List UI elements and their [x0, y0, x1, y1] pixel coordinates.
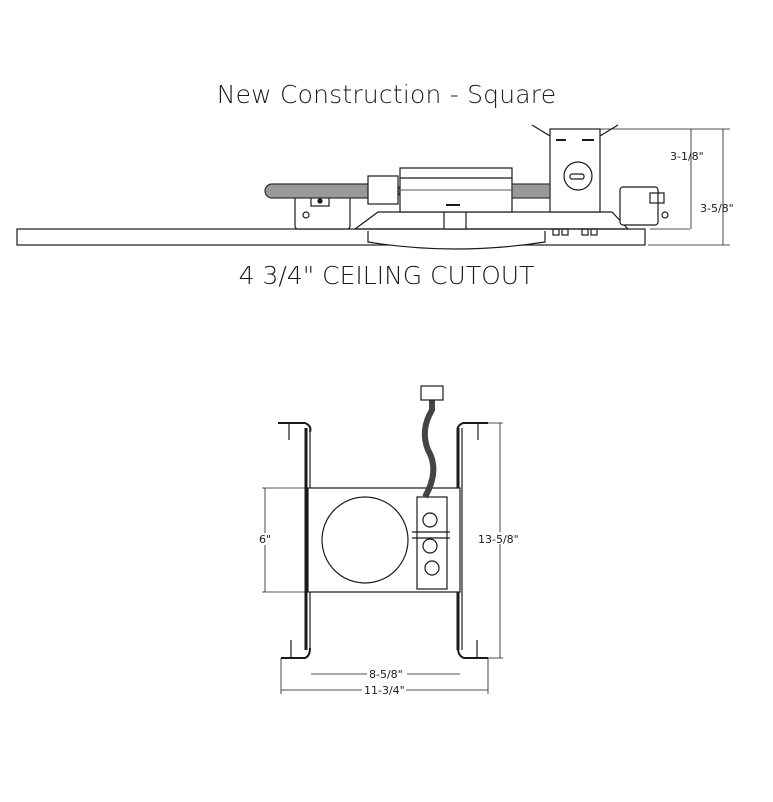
- dim-inner-width: 8-5/8": [369, 668, 403, 681]
- dim-inner-height: 3-1/8": [670, 150, 704, 163]
- dim-overall-width: 11-3/4": [364, 684, 405, 697]
- dim-overall-height: 3-5/8": [700, 202, 734, 215]
- ceiling-cutout-caption: 4 3/4" CEILING CUTOUT: [238, 261, 535, 290]
- dim-bar-length: 13-5/8": [478, 533, 519, 546]
- dim-plate-height: 6": [259, 533, 271, 546]
- diagram-title: New Construction - Square: [216, 80, 557, 109]
